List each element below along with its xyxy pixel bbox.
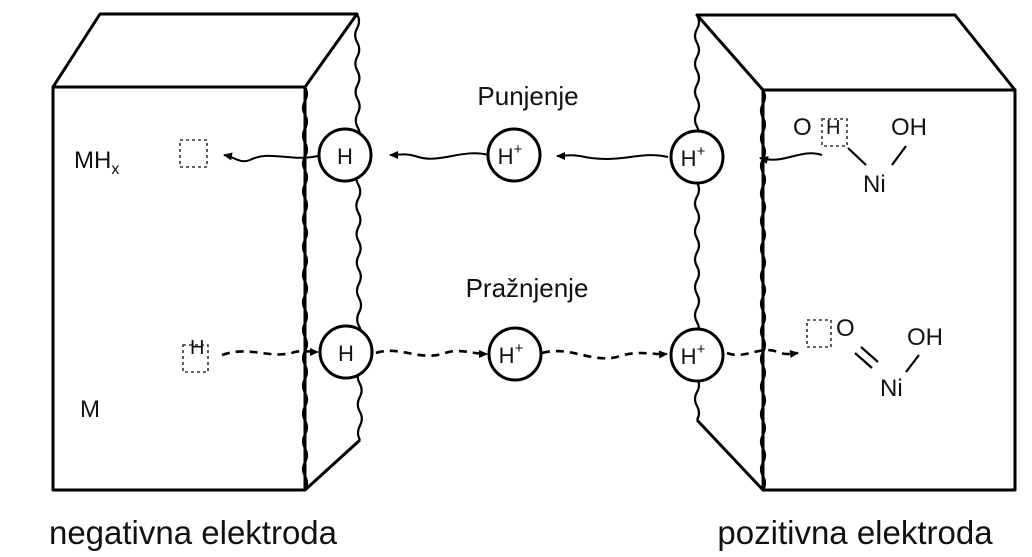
- vacancy-site-top-left: [179, 139, 208, 168]
- positive-electrode-front-face: [761, 88, 1017, 492]
- hydroxyl-label-bottom: OH: [907, 324, 943, 351]
- charge-arrow-1: [759, 152, 823, 165]
- charge-arrow-4: [223, 152, 319, 163]
- positive-electrode-side-wavy-edge: [693, 14, 767, 491]
- svg-text:H+: H+: [681, 143, 706, 171]
- double-bond-o-ni-b: [860, 346, 879, 363]
- bond-oh-ni-bottom: [905, 354, 920, 373]
- hydrogen-in-vacancy-left: H: [190, 337, 204, 359]
- bond-oh-ni-top: [891, 145, 907, 166]
- m-label: M: [80, 396, 100, 423]
- svg-text:H: H: [337, 144, 353, 169]
- negative-electrode-block: [51, 12, 363, 492]
- discharging-label: Pražnjenje: [466, 273, 589, 303]
- ion-proton-top-middle: H+: [486, 127, 542, 183]
- nickel-label-bottom: Ni: [880, 375, 903, 402]
- oxygen-label-top: O: [793, 114, 812, 141]
- hydrogen-in-vacancy-top: H: [826, 117, 840, 139]
- oxygen-label-bottom: O: [836, 315, 855, 342]
- svg-text:H+: H+: [498, 141, 523, 169]
- double-bond-o-ni-a: [854, 352, 873, 369]
- positive-electrode-caption: pozitivna elektroda: [717, 514, 993, 551]
- nioh-molecule-top: O H OH Ni: [793, 114, 927, 198]
- ion-h-bottom: H: [318, 324, 374, 380]
- negative-electrode-top-face: [51, 12, 359, 89]
- ion-proton-bottom-middle: H+: [487, 326, 543, 382]
- ion-h-top: H: [317, 127, 373, 183]
- charge-arrow-2: [556, 151, 669, 160]
- nioh-molecule-bottom: O OH Ni: [806, 315, 943, 402]
- vacancy-site-top-right: [821, 118, 848, 147]
- discharge-arrow-3: [541, 349, 668, 360]
- discharge-arrow-4: [726, 348, 799, 358]
- svg-text:H+: H+: [681, 341, 706, 369]
- negative-electrode-side-bottom: [303, 438, 362, 492]
- discharge-arrow-1: [221, 347, 319, 357]
- negative-electrode-side-wavy-edge: [301, 13, 363, 491]
- vacancy-site-bottom-left: [182, 344, 209, 373]
- svg-text:H: H: [338, 341, 354, 366]
- hydroxyl-label-top: OH: [891, 114, 927, 141]
- charging-label: Punjenje: [477, 81, 578, 111]
- vacancy-site-bottom-right: [806, 319, 832, 348]
- charge-arrow-3: [389, 150, 490, 160]
- discharge-arrow-2: [375, 349, 488, 358]
- ion-proton-top-right: H+: [669, 129, 725, 185]
- nickel-label-top: Ni: [863, 171, 886, 198]
- ion-proton-bottom-right: H+: [669, 327, 725, 383]
- mhx-label: MHx: [74, 147, 119, 178]
- positive-electrode-side-bottom: [695, 418, 765, 492]
- svg-text:H+: H+: [499, 340, 524, 368]
- positive-electrode-top-face: [695, 13, 1017, 92]
- bond-o-ni-top: [847, 147, 867, 166]
- positive-electrode-block: [693, 13, 1017, 492]
- negative-electrode-caption: negativna elektroda: [49, 514, 338, 551]
